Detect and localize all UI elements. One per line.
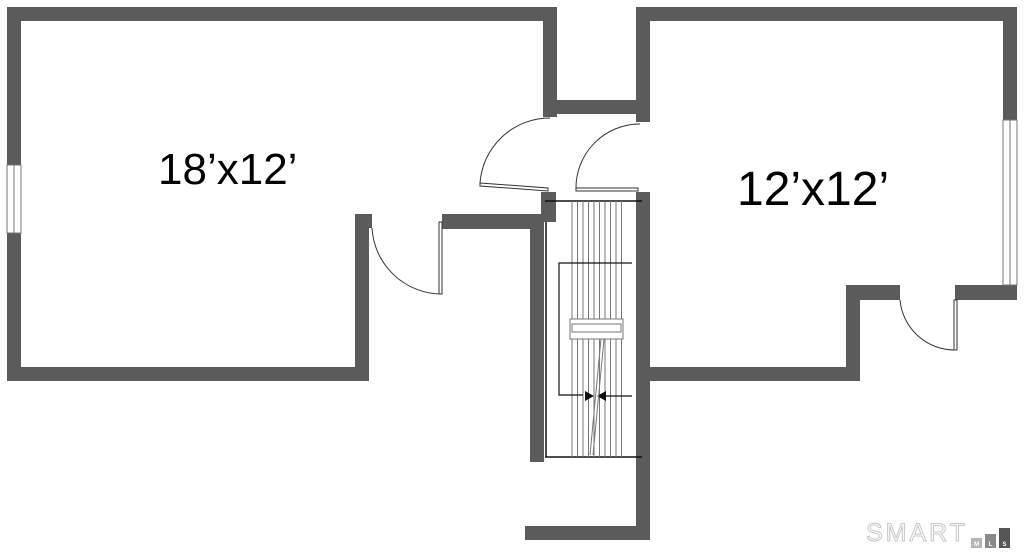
logo-bar-m: M — [971, 538, 983, 548]
logo-bar-l: L — [985, 534, 997, 548]
doors — [371, 117, 958, 351]
smart-mls-logo: SMART M L S — [865, 519, 1011, 548]
walls — [7, 7, 1017, 540]
logo-bar-s: S — [999, 528, 1011, 548]
stairs — [545, 200, 642, 458]
logo-text: SMART — [865, 519, 969, 548]
windows — [6, 119, 1018, 286]
room-label-12x12: 12’x12’ — [737, 163, 890, 216]
room-label-18x12: 18’x12’ — [158, 145, 298, 194]
